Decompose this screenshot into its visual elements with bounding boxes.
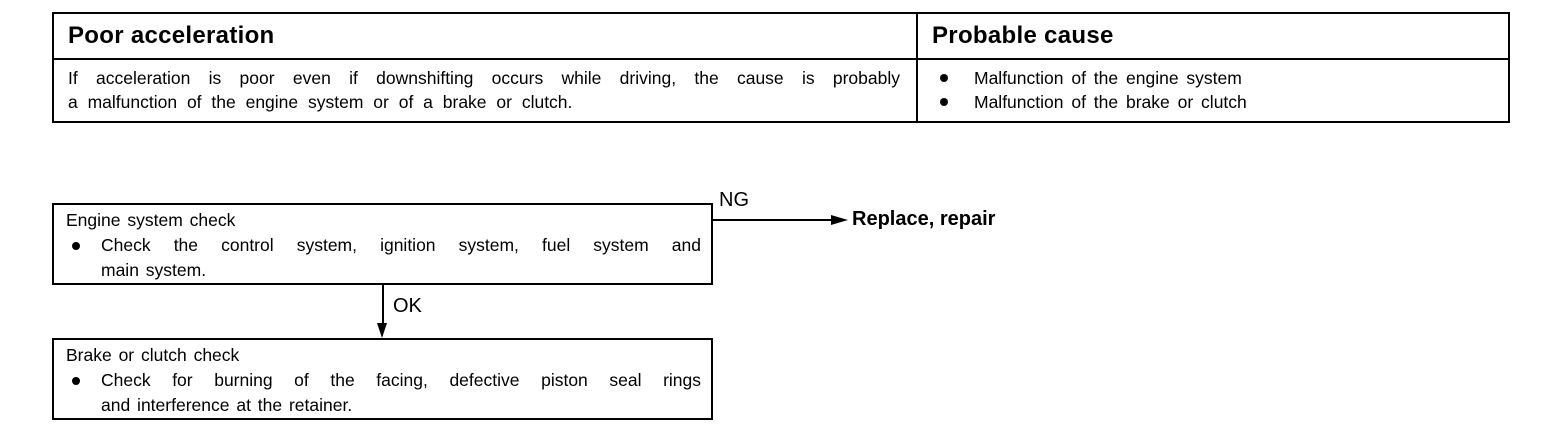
bullet-icon <box>72 377 80 385</box>
flow-box-bullet-text: Check for burning of the facing, defecti… <box>101 368 701 418</box>
ok-label: OK <box>393 295 422 317</box>
ng-arrow-line <box>711 219 833 221</box>
bullet-icon <box>940 74 948 82</box>
bullet-text-line: Check the control system, ignition syste… <box>101 235 701 255</box>
cause-item-label: Malfunction of the brake or clutch <box>974 92 1247 112</box>
ok-arrow-line <box>382 285 384 326</box>
flow-box-bullet-text: Check the control system, ignition syste… <box>101 233 701 283</box>
bullet-text-line: main system. <box>101 260 207 280</box>
cause-item: Malfunction of the brake or clutch <box>938 90 1496 114</box>
cause-item-label: Malfunction of the engine system <box>974 68 1242 88</box>
symptom-header-label: Poor acceleration <box>68 22 275 49</box>
bullet-icon <box>72 242 80 250</box>
symptom-cause-table: Poor acceleration Probable cause If acce… <box>52 12 1510 123</box>
flow-box-bullet: Check for burning of the facing, defecti… <box>64 368 701 418</box>
flow-box-title: Engine system check <box>66 210 236 230</box>
cause-list-cell: Malfunction of the engine system Malfunc… <box>918 60 1508 121</box>
flow-box-bullet: Check the control system, ignition syste… <box>64 233 701 283</box>
cause-header-label: Probable cause <box>932 22 1114 49</box>
symptom-text-line: If acceleration is poor even if downshif… <box>68 68 900 88</box>
symptom-description-cell: If acceleration is poor even if downshif… <box>54 60 918 121</box>
engine-system-check-box: Engine system check Check the control sy… <box>52 203 713 285</box>
right-arrowhead-icon <box>831 215 848 225</box>
bullet-text-line: and interference at the retainer. <box>101 395 353 415</box>
cause-item: Malfunction of the engine system <box>938 66 1496 90</box>
replace-repair-action: Replace, repair <box>852 208 996 230</box>
cause-header-cell: Probable cause <box>918 14 1508 60</box>
bullet-icon <box>940 98 948 106</box>
down-arrowhead-icon <box>377 323 387 338</box>
ng-label: NG <box>719 189 749 211</box>
brake-clutch-check-box: Brake or clutch check Check for burning … <box>52 338 713 420</box>
bullet-text-line: Check for burning of the facing, defecti… <box>101 370 701 390</box>
symptom-header-cell: Poor acceleration <box>54 14 918 60</box>
flow-box-title: Brake or clutch check <box>66 345 240 365</box>
symptom-text-line: a malfunction of the engine system or of… <box>68 92 573 112</box>
